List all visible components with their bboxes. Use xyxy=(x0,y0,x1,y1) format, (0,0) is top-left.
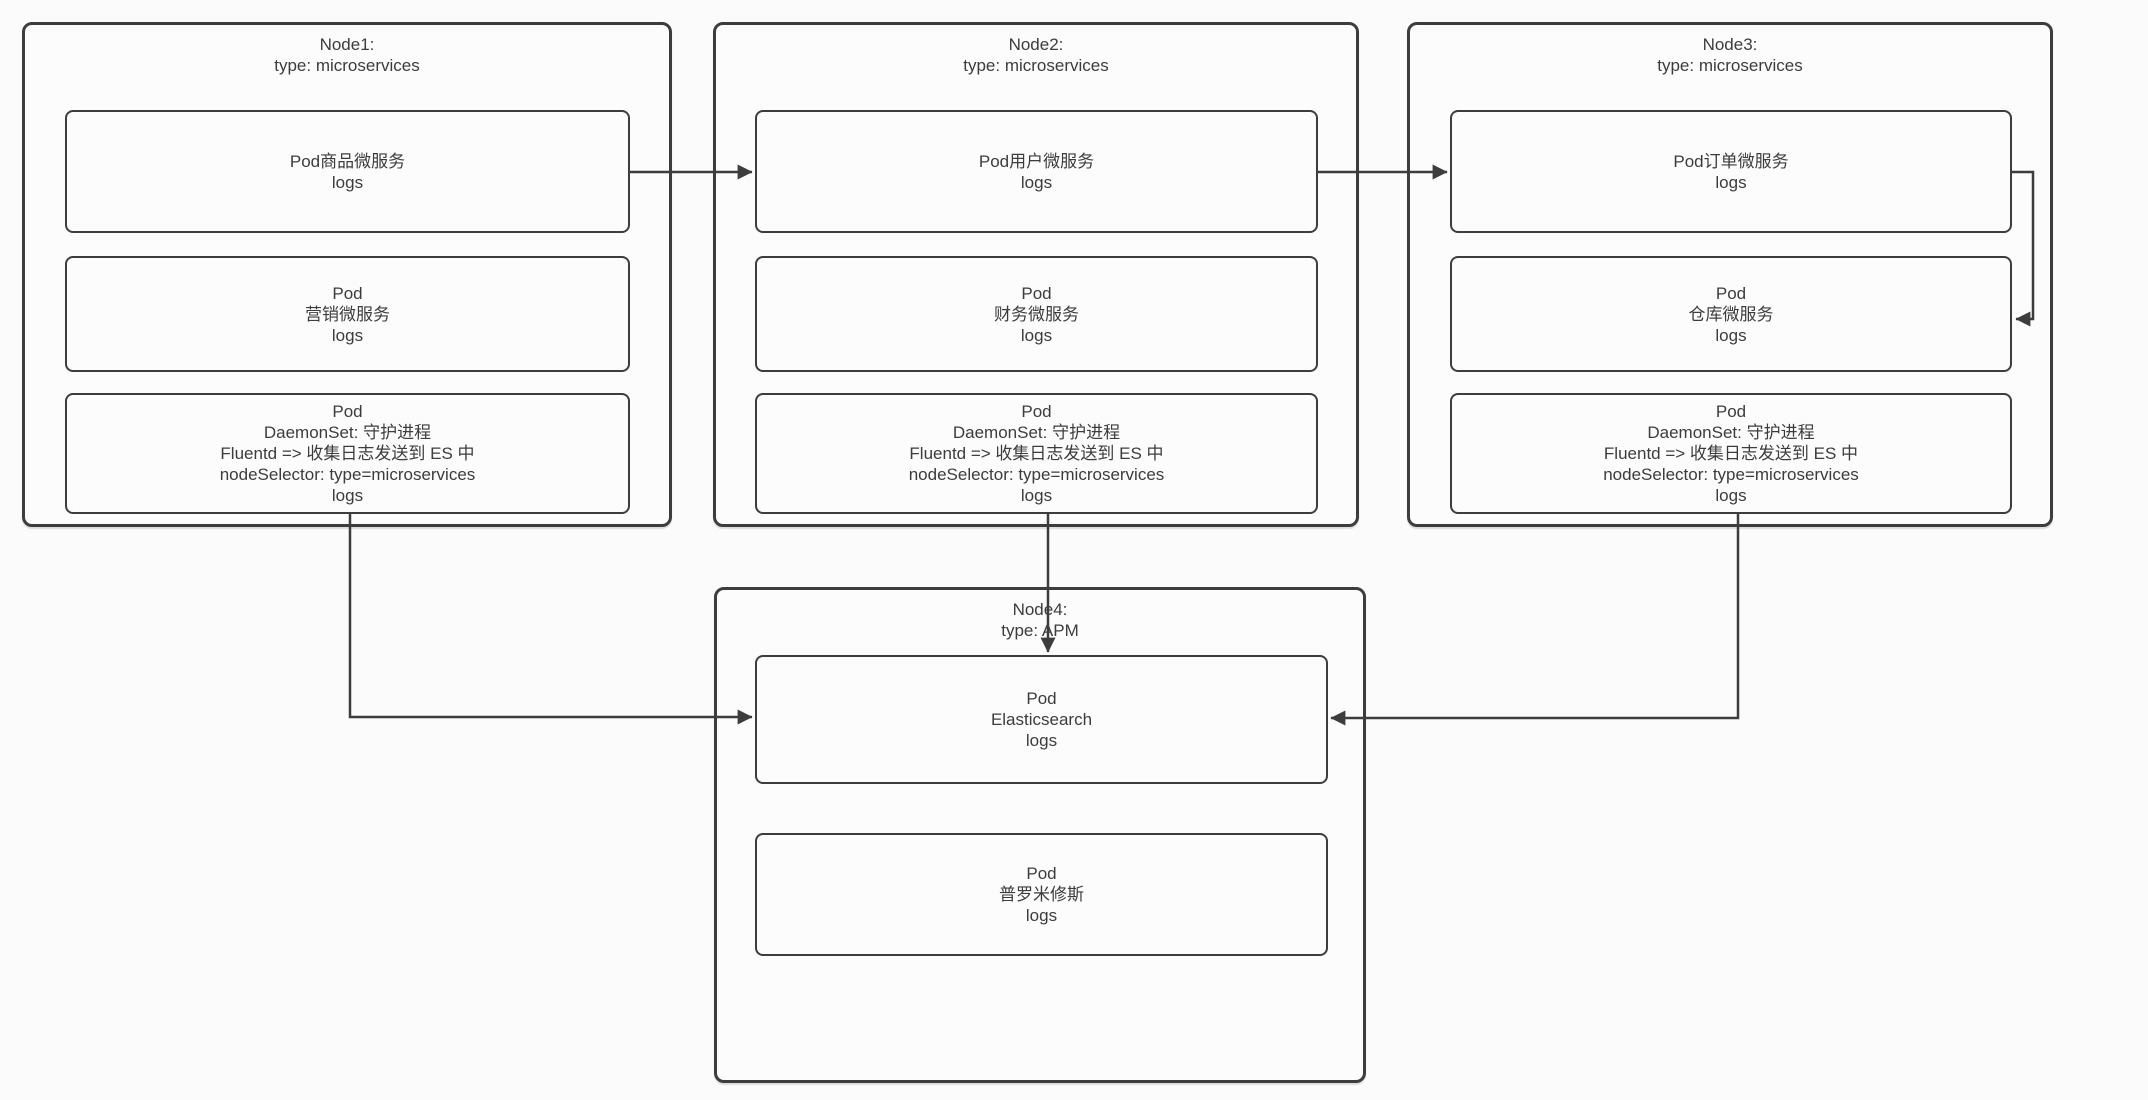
pod-text-line: 仓库微服务 xyxy=(1688,304,1774,324)
node4-subtitle: type: APM xyxy=(1001,621,1079,640)
pod-node3-daemonset: Pod DaemonSet: 守护进程 Fluentd => 收集日志发送到 E… xyxy=(1450,393,2012,514)
arrow-node3-daemonset-to-elasticsearch xyxy=(1330,514,1740,726)
pod-text-line: Pod xyxy=(1026,689,1057,708)
node1-subtitle: type: microservices xyxy=(274,56,420,75)
node1-title-line: Node1: xyxy=(319,35,375,54)
pod-text-line: nodeSelector: type=microservices xyxy=(219,465,476,484)
pod-text-line: Pod用户微服务 xyxy=(978,151,1095,171)
node1-title: Node1: type: microservices xyxy=(22,34,672,76)
pod-text-line: Pod xyxy=(1021,402,1052,421)
pod-text-line: Pod xyxy=(1715,402,1747,421)
pod-text-line: logs xyxy=(1715,325,1747,345)
node2-title-line: Node2: xyxy=(1008,35,1064,54)
pod-text-line: logs xyxy=(331,486,364,505)
arrow-node1-daemonset-to-elasticsearch xyxy=(348,514,753,725)
pod-node2-finance: Pod 财务微服务 logs xyxy=(755,256,1318,372)
pod-text-line: nodeSelector: type=microservices xyxy=(1603,465,1859,484)
pod-node3-warehouse: Pod 仓库微服务 logs xyxy=(1450,256,2012,372)
pod-node1-daemonset: Pod DaemonSet: 守护进程 Fluentd => 收集日志发送到 E… xyxy=(65,393,630,514)
pod-text-line: Pod xyxy=(332,402,363,421)
pod-node4-prometheus: Pod 普罗米修斯 logs xyxy=(755,833,1328,956)
pod-text-line: logs xyxy=(331,325,364,345)
pod-text-line: Fluentd => 收集日志发送到 ES 中 xyxy=(220,444,475,463)
pod-text-line: 普罗米修斯 xyxy=(999,885,1084,904)
node3-title-line: Node3: xyxy=(1702,35,1758,54)
pod-node2-daemonset: Pod DaemonSet: 守护进程 Fluentd => 收集日志发送到 E… xyxy=(755,393,1318,514)
pod-node2-user: Pod用户微服务 logs xyxy=(755,110,1318,233)
pod-text-line: logs xyxy=(331,172,364,192)
pod-text-line: Elasticsearch xyxy=(990,710,1093,729)
node4-title-line: Node4: xyxy=(1012,600,1068,619)
pod-text-line: 营销微服务 xyxy=(305,304,390,324)
pod-text-line: Pod订单微服务 xyxy=(1673,151,1789,171)
pod-text-line: 财务微服务 xyxy=(994,304,1079,324)
pod-text-line: Fluentd => 收集日志发送到 ES 中 xyxy=(1603,444,1859,463)
pod-text-line: logs xyxy=(1025,906,1058,925)
pod-text-line: DaemonSet: 守护进程 xyxy=(263,423,432,442)
pod-text-line: logs xyxy=(1020,172,1053,192)
pod-node1-product: Pod商品微服务 logs xyxy=(65,110,630,233)
pod-text-line: logs xyxy=(1715,486,1747,505)
pod-text-line: Pod xyxy=(332,283,363,303)
pod-node1-marketing: Pod 营销微服务 logs xyxy=(65,256,630,372)
node2-title: Node2: type: microservices xyxy=(713,34,1359,76)
node3-subtitle: type: microservices xyxy=(1657,56,1803,75)
pod-text-line: logs xyxy=(1020,486,1053,505)
pod-node3-order: Pod订单微服务 logs xyxy=(1450,110,2012,233)
pod-text-line: DaemonSet: 守护进程 xyxy=(1647,423,1815,442)
node2-subtitle: type: microservices xyxy=(963,56,1109,75)
pod-text-line: Pod xyxy=(1026,864,1057,883)
node4-title: Node4: type: APM xyxy=(714,599,1366,641)
pod-text-line: logs xyxy=(1715,172,1747,192)
pod-text-line: DaemonSet: 守护进程 xyxy=(952,423,1121,442)
pod-text-line: Fluentd => 收集日志发送到 ES 中 xyxy=(909,444,1164,463)
node3-title: Node3: type: microservices xyxy=(1407,34,2053,76)
pod-text-line: nodeSelector: type=microservices xyxy=(908,465,1165,484)
pod-text-line: Pod xyxy=(1021,283,1052,303)
pod-text-line: logs xyxy=(1025,731,1058,750)
pod-text-line: Pod xyxy=(1715,283,1747,303)
pod-node4-elasticsearch: Pod Elasticsearch logs xyxy=(755,655,1328,784)
pod-text-line: Pod商品微服务 xyxy=(289,151,406,171)
pod-text-line: logs xyxy=(1020,325,1053,345)
